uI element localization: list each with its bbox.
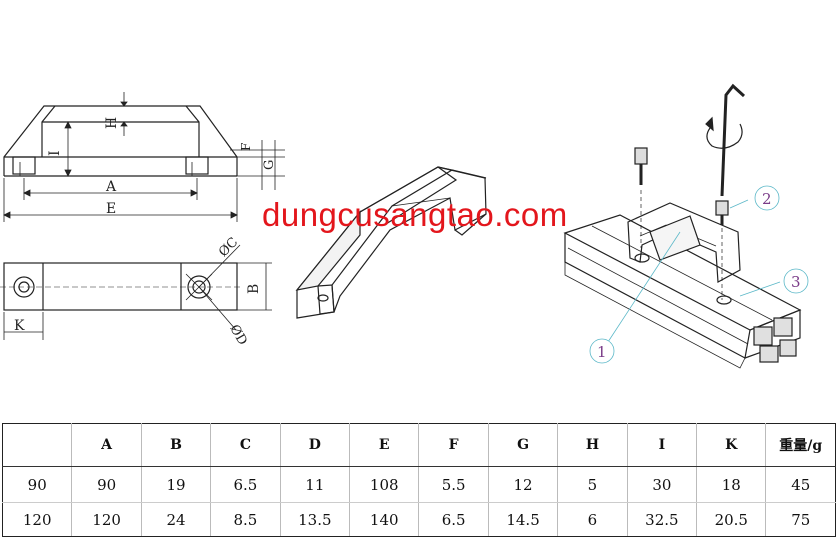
screw-right <box>715 200 729 300</box>
table-row: 120 120 24 8.5 13.5 140 6.5 14.5 6 32.5 … <box>1 502 836 537</box>
table-cell: 108 <box>349 466 420 503</box>
table-cell: 90 <box>71 466 142 503</box>
header-cell: E <box>349 423 420 467</box>
table-cell: 6.5 <box>210 466 281 503</box>
label-e: E <box>106 201 116 217</box>
header-cell: I <box>626 423 698 467</box>
top-view <box>0 262 240 311</box>
table-cell: 8.5 <box>210 502 281 537</box>
label-h: H <box>104 117 120 129</box>
table-cell: 18 <box>696 466 767 503</box>
label-i: I <box>47 150 63 156</box>
label-g: G <box>262 160 277 170</box>
table-cell: 32.5 <box>626 502 698 537</box>
iso-handle <box>295 166 487 319</box>
label-k: K <box>14 318 25 334</box>
dimension-i <box>60 121 76 177</box>
header-cell: A <box>71 423 142 467</box>
iso-assembly-handle <box>627 202 741 305</box>
header-cell: H <box>557 423 628 467</box>
dimension-h <box>110 92 130 136</box>
leader-c-d <box>198 244 241 331</box>
label-a: A <box>105 179 117 195</box>
table-cell: 5 <box>557 466 628 503</box>
header-cell: F <box>418 423 489 467</box>
table-cell: 75 <box>765 502 836 537</box>
iso-profile <box>563 214 802 369</box>
table-header-row: A B C D E F G H I K 重量/g <box>1 423 836 467</box>
watermark-text: dungcusangtao.com <box>262 196 568 233</box>
table-cell: 14.5 <box>487 502 559 537</box>
drawing-canvas: H I F G A E <box>0 83 809 369</box>
technical-drawing: H I F G A E <box>0 83 809 369</box>
table-cell: 120 <box>71 502 142 537</box>
table-cell: 6 <box>557 502 628 537</box>
table-cell: 90 <box>1 466 73 503</box>
header-cell: B <box>140 423 212 467</box>
table-cell: 120 <box>1 502 73 537</box>
table-cell: 12 <box>487 466 559 503</box>
header-cell: C <box>210 423 281 467</box>
spec-table: A B C D E F G H I K 重量/g 90 90 19 6.5 11… <box>1 423 836 537</box>
table-cell: 45 <box>765 466 836 503</box>
table-cell: 11 <box>279 466 351 503</box>
callouts <box>589 185 809 364</box>
label-f: F <box>239 143 253 151</box>
hex-key-icon <box>705 83 746 197</box>
dimension-b <box>237 262 272 311</box>
screw-left <box>634 147 648 248</box>
table-cell: 5.5 <box>418 466 489 503</box>
table-cell: 13.5 <box>279 502 351 537</box>
table-cell: 140 <box>349 502 420 537</box>
header-cell <box>1 423 73 467</box>
dimension-a <box>23 178 198 200</box>
header-cell: 重量/g <box>765 423 836 467</box>
callout-1: 1 <box>597 343 607 361</box>
table-cell: 19 <box>140 466 212 503</box>
dimension-f-g <box>230 140 285 190</box>
label-d: ØD <box>226 322 250 348</box>
table-cell: 30 <box>626 466 698 503</box>
label-b: B <box>246 284 262 294</box>
header-cell: K <box>696 423 767 467</box>
header-cell: D <box>279 423 351 467</box>
front-view <box>3 105 238 177</box>
table-cell: 6.5 <box>418 502 489 537</box>
label-c: ØC <box>216 235 241 260</box>
table-cell: 24 <box>140 502 212 537</box>
table-row: 90 90 19 6.5 11 108 5.5 12 5 30 18 45 <box>1 466 836 503</box>
callout-3: 3 <box>791 273 801 291</box>
table-cell: 20.5 <box>696 502 767 537</box>
dimension-k <box>3 312 44 340</box>
dimension-e <box>3 178 238 222</box>
header-cell: G <box>487 423 559 467</box>
callout-2: 2 <box>762 190 772 208</box>
